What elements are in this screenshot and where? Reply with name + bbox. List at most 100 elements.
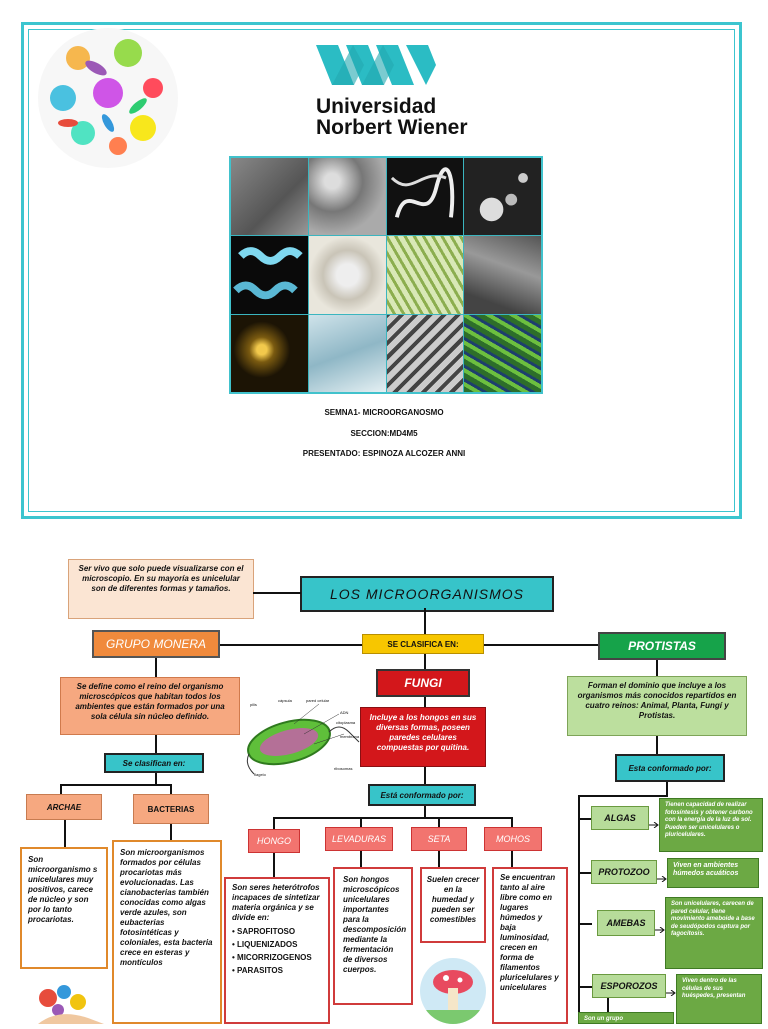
esporozos-desc: Viven dentro de las células de sus huésp… [676, 974, 762, 1024]
diagram-label: citoplasma [336, 720, 356, 725]
bacterias-label: BACTERIAS [133, 794, 209, 824]
list-item: LIQUENIZADOS [232, 938, 322, 951]
connector [578, 818, 592, 820]
photo-filaments-green [386, 236, 464, 314]
connector [60, 784, 62, 794]
definition-box: Ser vivo que solo puede visualizarse con… [68, 559, 254, 619]
protistas-title: PROTISTAS [598, 632, 726, 660]
list-item: PARASITOS [232, 964, 322, 977]
mohos-desc: Se encuentran tanto al aire libre como e… [492, 867, 568, 1024]
connector [424, 608, 426, 634]
connector [64, 820, 66, 848]
monera-title: GRUPO MONERA [92, 630, 220, 658]
bottom-note: Son un grupo [578, 1012, 674, 1024]
monera-classify: Se clasifican en: [104, 753, 204, 773]
diagram-label: membrana [340, 734, 360, 739]
fungi-title: FUNGI [376, 669, 470, 697]
archae-desc: Son microorganismo s unicelulares muy po… [20, 847, 108, 969]
connector [424, 654, 426, 669]
hongo-desc-text: Son seres heterótrofos incapaces de sint… [232, 883, 320, 922]
cover-subject: SEMNA1- MICROORGANOSMO [324, 408, 444, 417]
bacterias-desc: Son microorganismos formados por células… [112, 840, 222, 1024]
university-line2: Norbert Wiener [316, 116, 468, 139]
university-logo [316, 40, 436, 90]
classify-label: SE CLASIFICA EN: [362, 634, 484, 654]
microbe-illustration [38, 28, 178, 168]
arrow-right-icon [649, 815, 659, 829]
seta-desc: Suelen crecer en la humedad y pueden ser… [420, 867, 486, 943]
connector [170, 784, 172, 794]
photo-colonies-gold [231, 314, 308, 392]
connector [273, 817, 275, 829]
connector [424, 806, 426, 818]
connector [208, 644, 362, 646]
fungi-desc: Incluye a los hongos en sus diversas for… [360, 707, 486, 767]
hongo-label: HONGO [248, 829, 300, 853]
connector [155, 658, 157, 677]
connector [578, 795, 668, 797]
connector [424, 697, 426, 707]
archae-label: ARCHAE [26, 794, 102, 820]
connector [578, 923, 592, 925]
university-line1: Universidad [316, 95, 437, 118]
photo-rods-bw [386, 314, 464, 392]
connector [511, 817, 513, 827]
connector [155, 735, 157, 753]
connector [438, 817, 440, 827]
connector [438, 851, 440, 867]
connector [273, 853, 275, 877]
photo-bacteria-green [464, 314, 541, 392]
connector [578, 872, 592, 874]
photo-cell-microscope [308, 236, 386, 314]
photo-spores-dark [464, 158, 541, 236]
amebas-desc: Son unicelulares, carecen de pared celul… [665, 897, 763, 969]
connector [424, 767, 426, 784]
cover-inner-frame [28, 29, 735, 512]
connector [511, 851, 513, 867]
arrow-right-icon [655, 920, 665, 934]
photo-crystals-blue [308, 314, 386, 392]
diagram-label: cápsula [278, 698, 292, 703]
hongo-types-list: SAPROFITOSO LIQUENIZADOS MICORRIZOGENOS … [232, 925, 322, 977]
diagram-label: flagelo [254, 772, 266, 777]
connector [253, 592, 301, 594]
amebas-label: AMEBAS [597, 910, 655, 936]
university-name: Universidad Norbert Wiener [316, 96, 468, 138]
connector [666, 782, 668, 796]
seta-label: SETA [411, 827, 467, 851]
connector [578, 795, 580, 1024]
photo-spiral-blue [231, 236, 308, 314]
connector [60, 784, 172, 786]
algas-desc: Tienen capacidad de realizar fotosíntesi… [659, 798, 763, 852]
microbe-photo-grid [229, 156, 543, 394]
connector [170, 824, 172, 840]
photo-cocci-gray [308, 158, 386, 236]
photo-filaments-white [386, 158, 464, 236]
cover-section: SECCION:MD4M5 [350, 429, 418, 438]
connector [273, 817, 513, 819]
list-item: MICORRIZOGENOS [232, 951, 322, 964]
fungi-formed: Está conformado por: [368, 784, 476, 806]
cover-frame [21, 22, 742, 519]
photo-rods-gray [464, 236, 541, 314]
map-title: LOS MICROORGANISMOS [300, 576, 554, 612]
diagram-label: ribosomas [334, 766, 353, 771]
bacterium-diagram: pilis cápsula pared celular citoplasma r… [244, 694, 362, 780]
esporozos-label: ESPOROZOS [592, 974, 666, 998]
hongo-desc: Son seres heterótrofos incapaces de sint… [224, 877, 330, 1024]
diagram-label: pilis [250, 702, 257, 707]
diagram-label: ADN [340, 710, 349, 715]
monera-desc: Se define como el reino del organismo mi… [60, 677, 240, 735]
arrow-right-icon [666, 983, 676, 997]
levaduras-desc: Son hongos microscópicos unicelulares im… [333, 867, 413, 1005]
connector [360, 851, 362, 867]
cover-author: PRESENTADO: ESPINOZA ALCOZER ANNI [302, 449, 466, 458]
protozoo-desc: Viven en ambientes húmedos acuáticos [667, 858, 759, 888]
connector [656, 736, 658, 754]
algas-label: ALGAS [591, 806, 649, 830]
connector [360, 817, 362, 827]
list-item: SAPROFITOSO [232, 925, 322, 938]
protistas-formed: Esta conformado por: [615, 754, 725, 782]
levaduras-label: LEVADURAS [325, 827, 393, 851]
protistas-desc: Forman el dominio que incluye a los orga… [567, 676, 747, 736]
